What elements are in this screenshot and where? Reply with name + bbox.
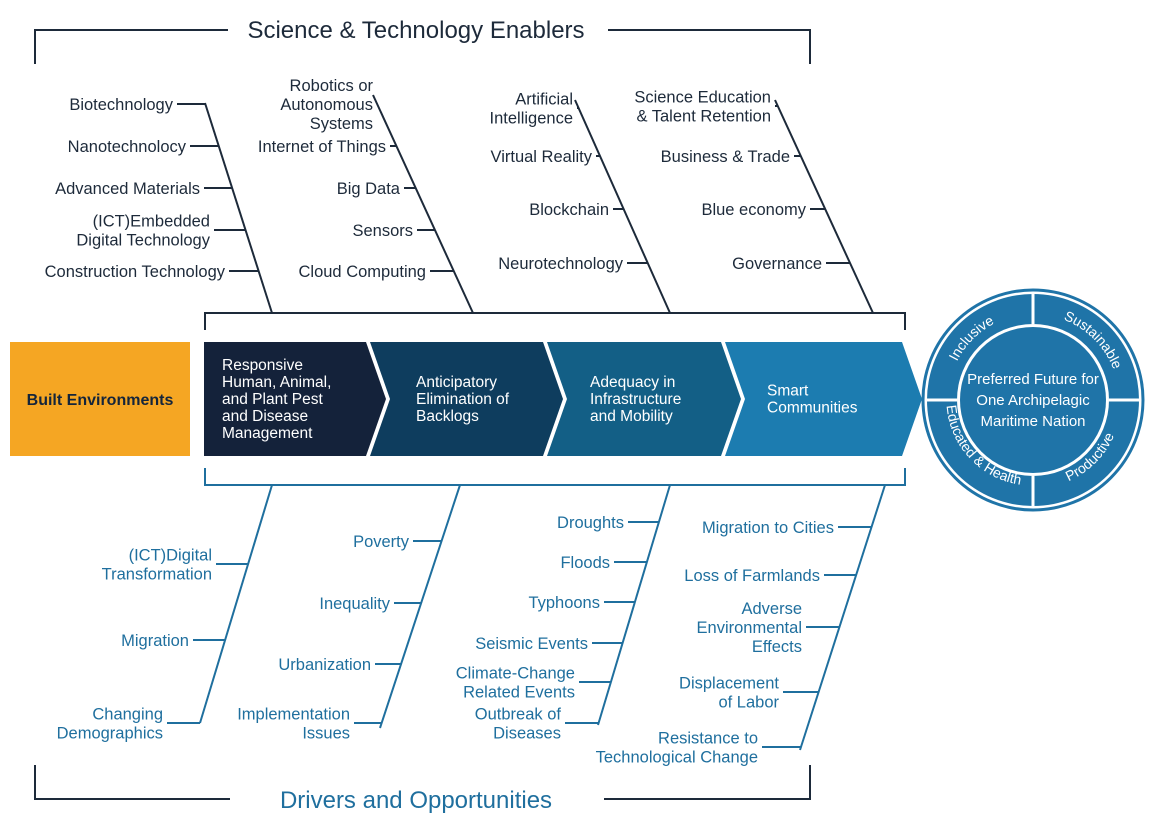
driver-labels: (ICT)DigitalTransformationMigrationChang…: [57, 514, 872, 767]
enabler-label: Big Data: [337, 180, 401, 198]
enabler-label: Internet of Things: [258, 138, 386, 156]
enabler-label: Sensors: [352, 222, 413, 240]
driver-label: Implementation: [237, 706, 350, 724]
enabler-label: Blockchain: [529, 201, 609, 219]
enablers-bracket: [34, 29, 811, 64]
enabler-label: Virtual Reality: [491, 148, 593, 166]
preferred-future-line: One Archipelagic: [976, 392, 1090, 409]
chevron-1: [204, 342, 386, 456]
driver-label: Climate-Change: [456, 665, 575, 683]
spine-step-2-line: Elimination of: [416, 391, 510, 408]
driver-label: Seismic Events: [475, 635, 588, 653]
driver-label: Related Events: [463, 684, 575, 702]
enabler-label: Artificial: [515, 91, 573, 109]
enabler-label: Neurotechnology: [498, 255, 623, 273]
driver-label: Technological Change: [596, 749, 758, 767]
built-environments-label: Built Environments: [27, 392, 174, 409]
driver-label: Diseases: [493, 725, 561, 743]
enabler-label: Digital Technology: [76, 232, 210, 250]
driver-label: Outbreak of: [475, 706, 562, 724]
drivers-title: Drivers and Opportunities: [280, 787, 552, 813]
spine-top-frame: [204, 312, 906, 330]
enabler-label: Science Education: [634, 89, 771, 107]
built-environments-box: [10, 342, 190, 456]
preferred-future-line: Maritime Nation: [980, 413, 1085, 430]
spine-step-2-line: Anticipatory: [416, 374, 497, 391]
driver-label: Droughts: [557, 514, 624, 532]
driver-label: Typhoons: [528, 594, 600, 612]
enabler-label: (ICT)Embedded: [93, 213, 210, 231]
spine-step-1-line: Management: [222, 425, 313, 442]
enabler-label: Robotics or: [290, 77, 374, 95]
enabler-label: Intelligence: [490, 110, 573, 128]
driver-label: Migration to Cities: [702, 519, 834, 537]
driver-bones: [199, 484, 886, 751]
enabler-label: Nanotechnolocy: [68, 138, 187, 156]
driver-label: Transformation: [102, 566, 212, 584]
drivers-bracket: [34, 765, 811, 800]
spine-step-1-line: and Disease: [222, 408, 308, 425]
spine-chevrons: [204, 342, 922, 456]
spine-step-1-line: Human, Animal,: [222, 374, 331, 391]
driver-label: (ICT)Digital: [129, 547, 212, 565]
enabler-label: Systems: [310, 115, 373, 133]
spine-step-4-line: Smart: [767, 383, 809, 400]
inner-circle: [960, 327, 1106, 473]
enabler-label: Governance: [732, 255, 822, 273]
chevron-3: [547, 342, 741, 456]
enabler-label: Blue economy: [701, 201, 806, 219]
spine-step-4-line: Communities: [767, 400, 858, 417]
enablers-title: Science & Technology Enablers: [247, 17, 584, 44]
driver-label: Poverty: [353, 533, 410, 551]
enabler-label: Cloud Computing: [299, 263, 427, 281]
driver-label: Effects: [752, 638, 802, 656]
enabler-label: Business & Trade: [661, 148, 790, 166]
enabler-label: & Talent Retention: [636, 108, 771, 126]
enabler-bones: [204, 94, 874, 314]
enabler-label: Autonomous: [280, 96, 373, 114]
spine-step-1-line: and Plant Pest: [222, 391, 324, 408]
driver-label: of Labor: [718, 694, 779, 712]
enabler-label: Construction Technology: [45, 263, 226, 281]
preferred-future-line: Preferred Future for: [967, 371, 1099, 388]
driver-label: Inequality: [319, 595, 390, 613]
driver-label: Demographics: [57, 725, 163, 743]
spine-step-1-line: Responsive: [222, 357, 303, 374]
spine-step-3-line: and Mobility: [590, 408, 673, 425]
enabler-label: Biotechnology: [69, 96, 173, 114]
driver-label: Issues: [302, 725, 350, 743]
driver-label: Resistance to: [658, 730, 758, 748]
driver-label: Urbanization: [278, 656, 371, 674]
chevron-4: [725, 342, 922, 456]
spine-step-3-line: Adequacy in: [590, 374, 675, 391]
driver-label: Floods: [560, 554, 610, 572]
driver-label: Environmental: [697, 619, 802, 637]
driver-label: Migration: [121, 632, 189, 650]
spine-bottom-frame: [204, 468, 906, 486]
driver-label: Loss of Farmlands: [684, 567, 820, 585]
driver-label: Displacement: [679, 675, 779, 693]
driver-label: Adverse: [741, 600, 802, 618]
spine-step-2-line: Backlogs: [416, 408, 479, 425]
chevron-2: [370, 342, 563, 456]
spine-step-3-line: Infrastructure: [590, 391, 681, 408]
enabler-label: Advanced Materials: [55, 180, 200, 198]
driver-label: Changing: [92, 706, 163, 724]
